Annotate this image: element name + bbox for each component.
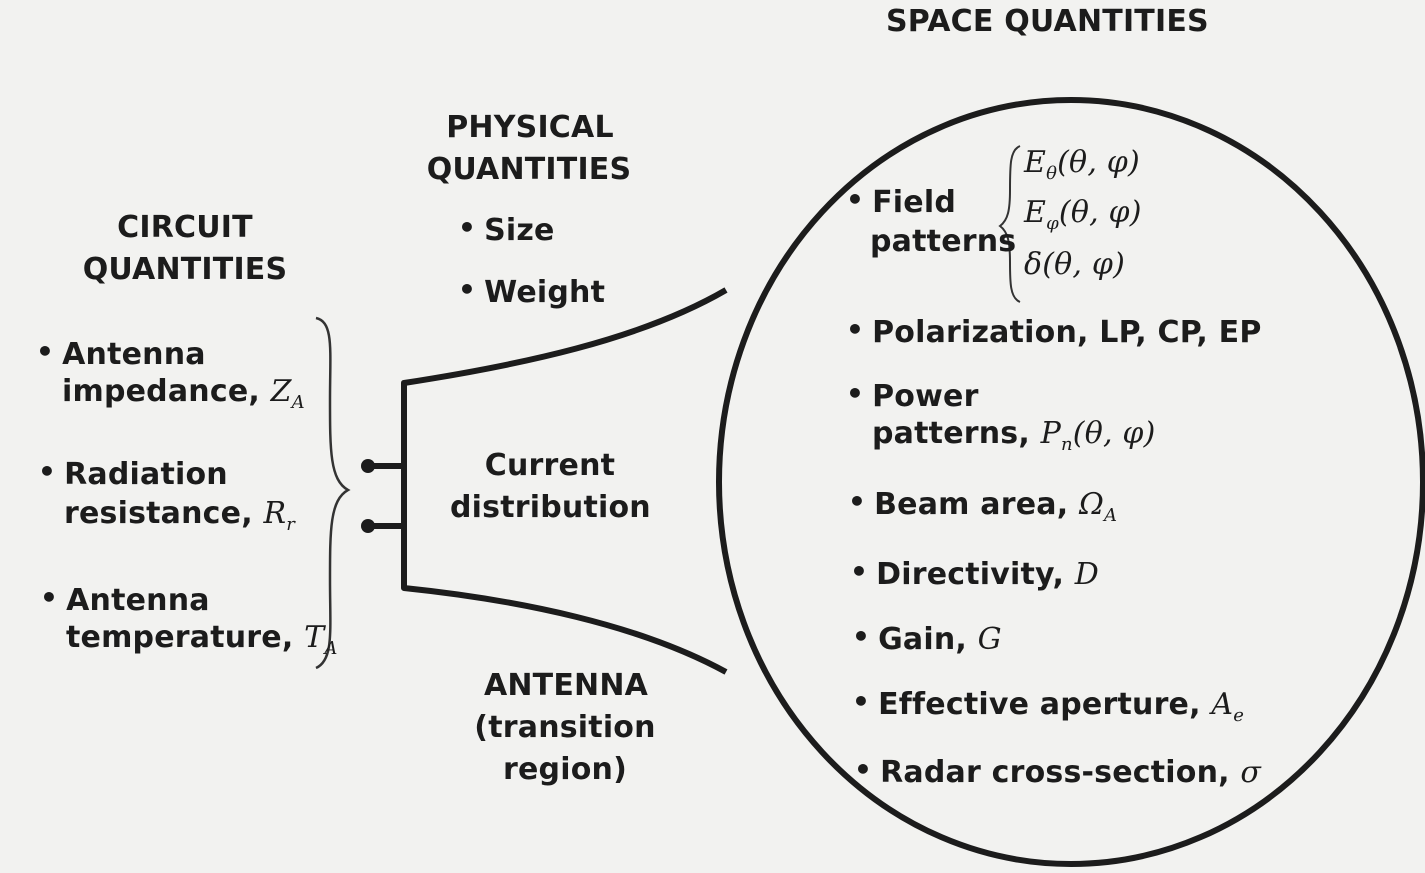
physical-quantities-title-line1: PHYSICAL [446, 110, 614, 145]
bullet-icon: • [852, 685, 871, 718]
bullet-icon: • [40, 581, 59, 614]
bullet-icon: • [850, 555, 869, 588]
physical-quantities-title-line2: QUANTITIES [426, 152, 632, 187]
bullet-icon: • [458, 273, 477, 306]
current-distribution-label-line2: distribution [450, 490, 651, 525]
space-region-circle [716, 97, 1425, 867]
circuit-quantities-title-line1: CIRCUIT [117, 210, 253, 245]
bullet-icon: • [848, 485, 867, 518]
bullet-icon: • [846, 313, 865, 346]
circuit-quantities-title-line2: QUANTITIES [82, 252, 288, 287]
weight-item: •Weight [458, 273, 606, 310]
radar-cross-section-item: •Radar cross-section, σ [854, 753, 1262, 790]
terminal-dot-bottom [361, 519, 375, 533]
power-patterns-item-line2: patterns, Pn(θ, φ) [872, 416, 1156, 455]
space-quantities-title: SPACE QUANTITIES [886, 4, 1209, 39]
antenna-impedance-item: •Antenna [36, 335, 206, 372]
beam-area-item: •Beam area, ΩA [848, 485, 1118, 526]
delta-expression: δ(θ, φ) [1024, 247, 1126, 282]
bullet-icon: • [846, 377, 865, 410]
antenna-temperature-item-line2: temperature, TA [66, 620, 338, 659]
e-theta-expression: Eθ(θ, φ) [1024, 145, 1140, 184]
field-patterns-item: •Field [846, 183, 956, 220]
field-patterns-item-line2: patterns [870, 224, 1017, 259]
field-patterns-brace [998, 145, 1021, 303]
antenna-label-line3: region) [503, 752, 627, 787]
bullet-icon: • [854, 753, 873, 786]
power-patterns-item: •Power [846, 377, 979, 414]
effective-aperture-item: •Effective aperture, Ae [852, 685, 1245, 726]
antenna-impedance-item-line2: impedance, ZA [62, 374, 305, 413]
bullet-icon: • [846, 183, 865, 216]
antenna-label-line1: ANTENNA [483, 668, 649, 703]
e-phi-expression: Eφ(θ, φ) [1024, 195, 1142, 234]
bullet-icon: • [852, 620, 871, 653]
antenna-temperature-item: •Antenna [40, 581, 210, 618]
terminal-dot-top [361, 459, 375, 473]
size-item: •Size [458, 211, 555, 248]
antenna-horn-shape [401, 287, 728, 675]
current-distribution-label-line1: Current [484, 448, 616, 483]
polarization-item: •Polarization, LP, CP, EP [846, 313, 1262, 350]
radiation-resistance-item-line2: resistance, Rr [64, 496, 296, 535]
radiation-resistance-item: •Radiation [38, 455, 228, 492]
antenna-label-line2: (transition [474, 710, 656, 745]
circuit-brace [315, 316, 351, 670]
bullet-icon: • [458, 211, 477, 244]
bullet-icon: • [36, 335, 55, 368]
bullet-icon: • [38, 455, 57, 488]
gain-item: •Gain, G [852, 620, 1002, 657]
directivity-item: •Directivity, D [850, 555, 1099, 592]
